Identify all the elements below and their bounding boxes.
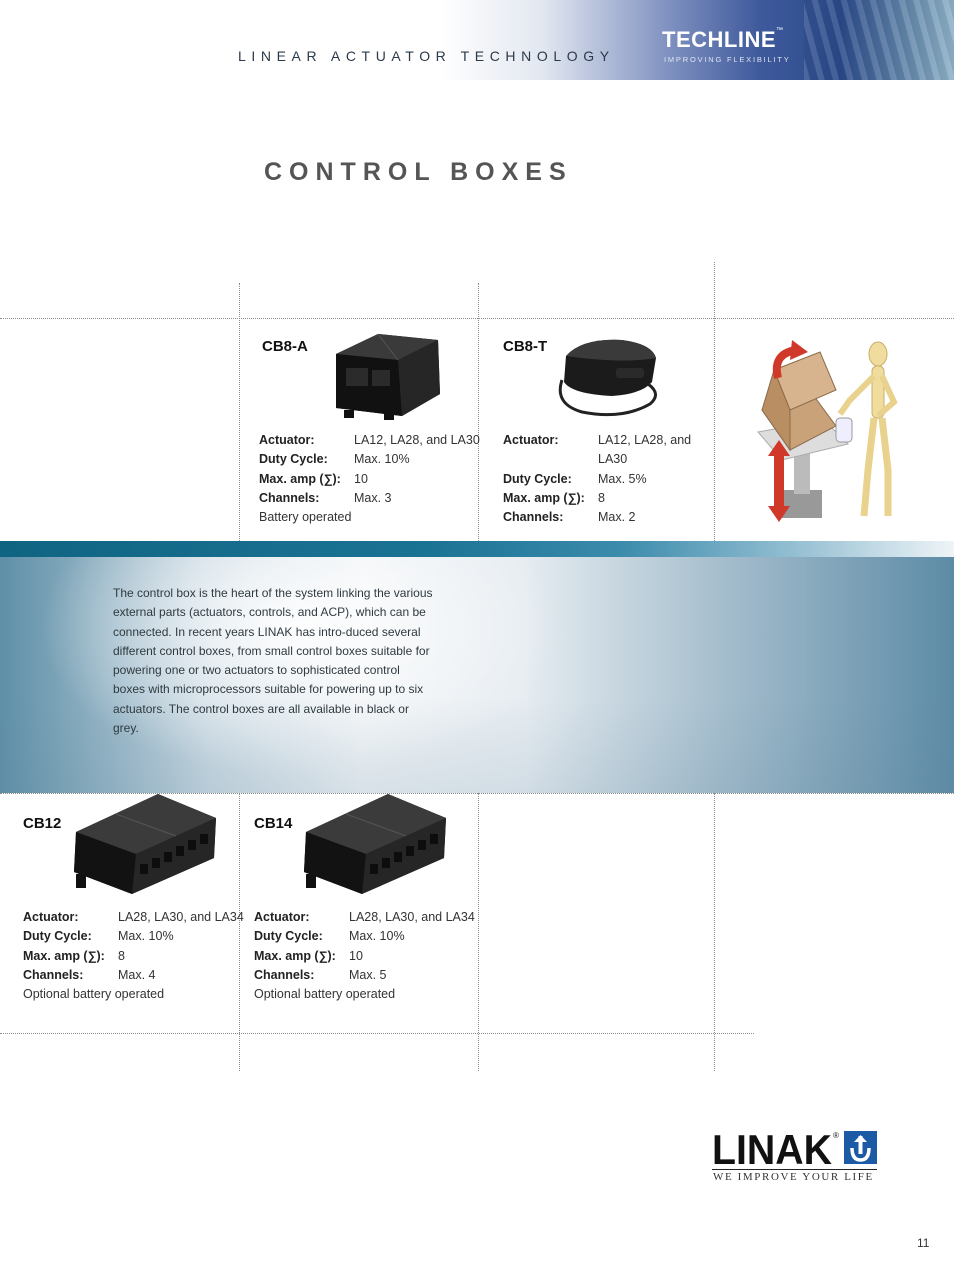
page-title: CONTROL BOXES <box>264 158 573 186</box>
linak-rule <box>712 1169 877 1170</box>
techline-logo: TECHLINE™ <box>662 27 784 53</box>
spec-label: Duty Cycle: <box>259 452 328 467</box>
cb8t-product-image <box>558 339 657 417</box>
techline-tm: ™ <box>776 27 784 34</box>
linak-registered: ® <box>833 1131 839 1140</box>
linak-logo-graphic: LINAK ® <box>712 1126 877 1173</box>
spec-block-cb8a: Actuator: LA12, LA28, and LA30 Duty Cycle… <box>259 431 480 527</box>
spec-block-cb12: Actuator: LA28, LA30, and LA34 Duty Cycle… <box>23 908 244 1004</box>
spec-value: Max. 10% <box>354 452 410 467</box>
cb14-product-image <box>304 794 446 894</box>
intro-paragraph: The control box is the heart of the syst… <box>113 586 433 736</box>
grid-divider <box>478 793 479 1071</box>
decorative-band <box>0 541 954 557</box>
grid-divider <box>478 283 479 541</box>
spec-note: Optional battery operated <box>23 987 165 1002</box>
linak-slogan: WE IMPROVE YOUR LIFE <box>713 1171 874 1183</box>
spec-label: Channels: <box>259 490 320 505</box>
spec-label: Duty Cycle: <box>23 929 92 944</box>
spec-label: Actuator: <box>503 433 559 447</box>
spec-label: Duty Cycle: <box>254 929 323 944</box>
techline-logo-text: TECHLINE <box>662 27 776 52</box>
spec-value: LA12, LA28, and LA30 <box>598 433 692 467</box>
spec-value: Max. 4 <box>118 967 156 982</box>
cb8a-product-image <box>336 333 440 420</box>
spec-value: 8 <box>598 490 605 505</box>
spec-value: Max. 2 <box>598 510 636 525</box>
product-name-cb12: CB12 <box>23 815 62 832</box>
spec-label: Channels: <box>503 510 564 525</box>
spec-label: Channels: <box>23 967 84 982</box>
spec-block-cb14: Actuator: LA28, LA30, and LA34 Duty Cycle… <box>254 908 475 1004</box>
spec-value: 10 <box>349 948 363 963</box>
spec-value: Max. 10% <box>118 929 174 944</box>
grid-divider <box>0 1033 754 1034</box>
grid-divider <box>0 318 954 319</box>
grid-divider <box>714 262 715 541</box>
spec-value: Max. 5% <box>598 471 647 486</box>
cb12-product-image <box>74 794 216 894</box>
spec-value: Max. 10% <box>349 929 405 944</box>
header-banner <box>440 0 954 80</box>
spec-label: Max. amp (∑): <box>254 948 336 963</box>
spec-value: Max. 5 <box>349 967 387 982</box>
spec-label: Max. amp (∑): <box>259 471 341 486</box>
spec-label: Duty Cycle: <box>503 471 572 486</box>
product-name-cb14: CB14 <box>254 815 293 832</box>
spec-value: 10 <box>354 471 368 486</box>
mannequin-illustration <box>757 340 898 522</box>
spec-value: LA28, LA30, and LA34 <box>349 910 475 924</box>
grid-divider <box>239 793 240 1071</box>
spec-value: Max. 3 <box>354 490 392 505</box>
intro-panel <box>0 557 954 793</box>
page-number: 11 <box>917 1236 930 1250</box>
techline-tagline: IMPROVING FLEXIBILITY <box>664 55 791 64</box>
spec-label: Channels: <box>254 967 315 982</box>
grid-divider <box>0 793 954 794</box>
spec-value: 8 <box>118 948 125 963</box>
grid-divider <box>239 283 240 541</box>
spec-label: Actuator: <box>254 910 310 924</box>
spec-label: Max. amp (∑): <box>23 948 105 963</box>
spec-label: Actuator: <box>23 910 79 924</box>
spec-value: LA12, LA28, and LA30 <box>354 433 480 447</box>
spec-label: Actuator: <box>259 433 315 447</box>
product-name-cb8a: CB8-A <box>262 338 308 355</box>
linak-logo: LINAK ® <box>712 1126 880 1175</box>
linak-wordmark: LINAK <box>712 1128 832 1170</box>
header-title: LINEAR ACTUATOR TECHNOLOGY <box>238 48 615 64</box>
spec-note: Optional battery operated <box>254 987 396 1002</box>
product-name-cb8t: CB8-T <box>503 338 548 355</box>
spec-note: Battery operated <box>259 510 352 525</box>
spec-value: LA28, LA30, and LA34 <box>118 910 244 924</box>
spec-label: Max. amp (∑): <box>503 490 585 505</box>
grid-divider <box>714 793 715 1071</box>
spec-block-cb8t: Actuator: LA12, LA28, and LA30 Duty Cycle… <box>503 431 693 527</box>
